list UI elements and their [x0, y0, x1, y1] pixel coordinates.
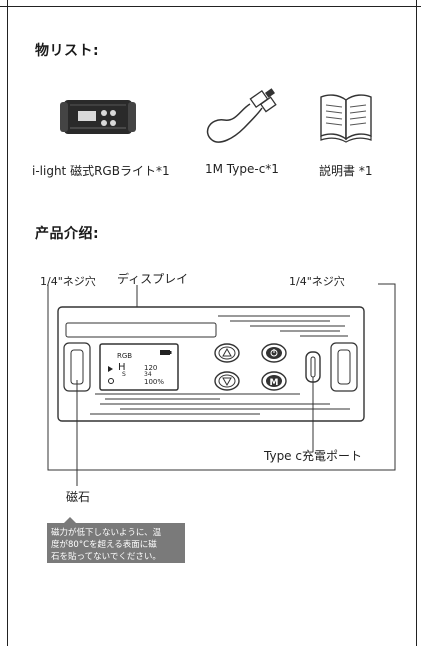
screen-s-value: 34 [144, 371, 152, 378]
magnet-warning-note [47, 523, 185, 563]
page-right-border [416, 0, 417, 646]
note-line-1: 磁力が低下しないように、温 [51, 528, 162, 538]
screen-h-value: 120 [144, 364, 158, 372]
page-top-border [0, 0, 421, 7]
svg-text:M: M [270, 378, 279, 388]
item-label-cable: 1M Type-c*1 [205, 162, 279, 176]
screen-h-letter: H [118, 362, 126, 373]
display-label: ディスプレイ [117, 272, 189, 286]
screen-s-letter: S [122, 371, 126, 378]
item-label-manual: 説明書 *1 [319, 164, 373, 178]
note-line-3: 石を貼ってないでください。 [51, 552, 161, 562]
note-pointer [64, 517, 76, 523]
note-line-2: 度が80°Cを超える表面に磁 [51, 540, 157, 550]
packing-list-heading: 物リスト: [35, 43, 100, 59]
type-c-port-label: Type c充電ポート [264, 449, 362, 463]
screen-brightness: 100% [144, 378, 165, 386]
screw-hole-left-label: 1/4"ネジ穴 [40, 275, 96, 288]
screen-mode: RGB [117, 352, 133, 360]
product-intro-heading: 产品介绍: [35, 226, 100, 242]
item-label-light: i-light 磁式RGBライト*1 [32, 164, 170, 178]
open-book-icon [320, 94, 372, 143]
usb-cable-icon [206, 88, 277, 143]
page-left-border [7, 0, 8, 646]
magnet-label: 磁石 [66, 490, 91, 504]
screw-hole-right-label: 1/4"ネジ穴 [289, 275, 345, 288]
light-device-icon [60, 100, 136, 134]
